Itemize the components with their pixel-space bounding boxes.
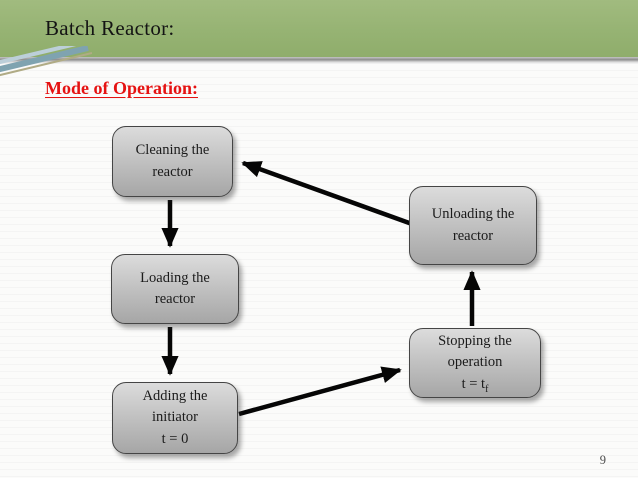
node-label-line: Cleaning the [135, 142, 210, 159]
arrow-unloading-to-cleaning [241, 160, 413, 227]
node-label-line: initiator [152, 409, 198, 426]
flow-node-adding-the-initiator: Adding the initiator t = 0 [112, 382, 238, 454]
node-label-line: reactor [154, 291, 196, 307]
header-band [0, 0, 638, 57]
arrow-adding-to-stopping [238, 366, 402, 417]
node-label-line: Unloading the [431, 206, 515, 223]
time-subscript: f [485, 383, 489, 395]
flow-node-cleaning-the-reactor: Cleaning the reactor [112, 126, 233, 197]
node-label-line: operation [447, 354, 503, 371]
slide-title: Batch Reactor: [45, 16, 175, 40]
page-number: 9 [599, 453, 606, 467]
flow-node-loading-the-reactor: Loading the reactor [111, 254, 239, 324]
node-time-label: t = tf [461, 375, 489, 395]
header-divider [0, 57, 638, 64]
mode-of-operation-heading: Mode of Operation: [45, 78, 198, 98]
node-label-line: Loading the [140, 269, 210, 286]
node-label-line: Adding the [142, 388, 208, 405]
node-time-label: t = 0 [161, 430, 189, 447]
flow-node-unloading-the-reactor: Unloading the reactor [409, 186, 537, 265]
node-label-line: Stopping the [438, 333, 512, 350]
flow-node-stopping-the-operation: Stopping the operation t = tf [409, 328, 541, 398]
node-label-line: reactor [452, 227, 494, 244]
node-label-line: reactor [152, 163, 193, 180]
